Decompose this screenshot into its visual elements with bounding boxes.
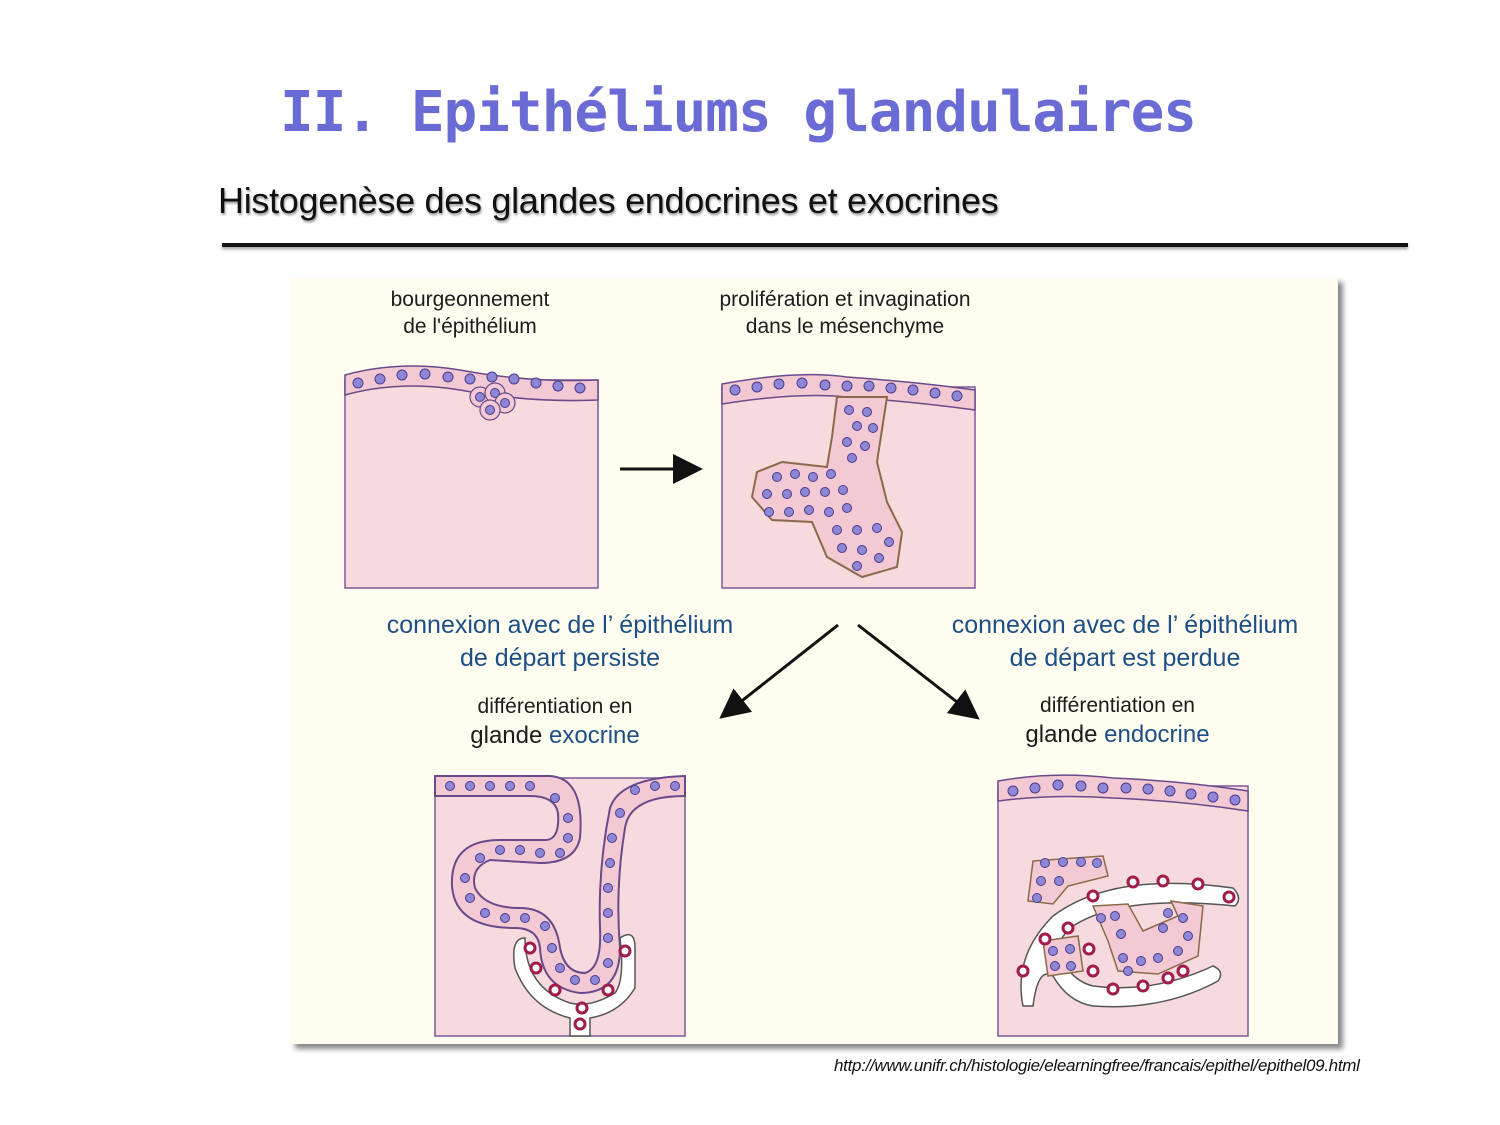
stage1-label-line1: bourgeonnement bbox=[390, 288, 550, 311]
left-branch-result: différentiation en glande exocrine bbox=[430, 692, 680, 750]
right-condition-line1: connexion avec de l’ épithélium bbox=[951, 611, 1299, 639]
right-condition-line2: de départ est perdue bbox=[1009, 644, 1241, 672]
left-condition-line1: connexion avec de l’ épithélium bbox=[386, 611, 734, 639]
slide-title: II. Epithéliums glandulaires bbox=[279, 80, 1197, 145]
budding-illustration bbox=[344, 365, 599, 589]
right-result-line1: différentiation en bbox=[1040, 694, 1195, 717]
stage1-label-line2: de l'épithélium bbox=[403, 315, 537, 338]
proliferation-illustration bbox=[721, 373, 976, 589]
endocrine-gland-illustration bbox=[997, 774, 1249, 1037]
left-result-type: exocrine bbox=[549, 722, 640, 749]
arrow-down-right-icon bbox=[857, 623, 980, 720]
left-result-prefix: glande bbox=[470, 722, 550, 749]
stage2-label: prolifération et invagination dans le mé… bbox=[690, 286, 1000, 340]
exocrine-gland-illustration bbox=[434, 774, 686, 1037]
right-branch-result: différentiation en glande endocrine bbox=[990, 691, 1245, 749]
arrow-down-left-icon bbox=[719, 623, 839, 719]
slide-subtitle: Histogenèse des glandes endocrines et ex… bbox=[218, 180, 999, 221]
right-result-prefix: glande bbox=[1025, 721, 1105, 748]
stage2-label-line2: dans le mésenchyme bbox=[745, 315, 945, 338]
source-citation: http://www.unifr.ch/histologie/elearning… bbox=[834, 1056, 1360, 1075]
stage1-label: bourgeonnement de l'épithélium bbox=[350, 286, 590, 340]
right-branch-condition: connexion avec de l’ épithélium de dépar… bbox=[935, 609, 1315, 675]
right-result-type: endocrine bbox=[1104, 721, 1210, 748]
left-condition-line2: de départ persiste bbox=[459, 644, 661, 672]
left-result-line1: différentiation en bbox=[477, 695, 633, 718]
divider-rule bbox=[222, 243, 1408, 247]
stage2-label-line1: prolifération et invagination bbox=[719, 288, 971, 311]
left-branch-condition: connexion avec de l’ épithélium de dépar… bbox=[370, 609, 750, 675]
